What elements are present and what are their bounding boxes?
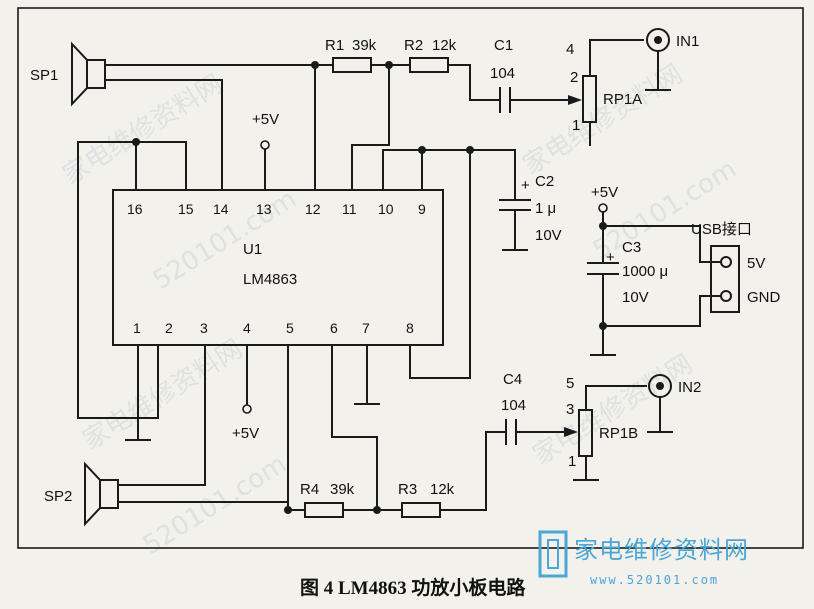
pin-8: 8 (406, 320, 414, 336)
r1-value: 39k (352, 37, 377, 54)
ic-pins-bottom: 1 2 3 4 5 6 7 8 (133, 320, 414, 336)
c3-label: C3 (622, 239, 641, 256)
c4-value: 104 (501, 397, 526, 414)
pin-12: 12 (305, 201, 321, 217)
figure-caption: 图 4 LM4863 功放小板电路 (300, 576, 526, 599)
pin-14: 14 (213, 201, 229, 217)
pot-rp1b: 5 3 1 RP1B IN2 (566, 374, 701, 481)
usb-connector (710, 245, 740, 313)
usb-power: USB接口 5V GND (587, 203, 781, 356)
pin-16: 16 (127, 201, 143, 217)
pin-6: 6 (330, 320, 338, 336)
pin-4: 4 (243, 320, 251, 336)
usb-title: USB接口 (691, 221, 752, 238)
r3-value: 12k (430, 481, 455, 498)
speaker-sp2-label: SP2 (44, 488, 72, 505)
logo-name: 家电维修资料网 (574, 536, 749, 564)
c2-plus: + (521, 177, 530, 194)
c1-value: 104 (490, 65, 515, 82)
r2-value: 12k (432, 37, 457, 54)
rp1a-pin-wiper: 2 (570, 69, 578, 86)
wiper-arrow (568, 95, 582, 105)
speaker-cone (71, 41, 89, 107)
usb-pin-5v: 5V (747, 255, 765, 272)
rp1a-pin-top: 4 (566, 41, 574, 58)
speaker-magnet (86, 59, 106, 89)
c2-label: C2 (535, 173, 554, 190)
pin-9: 9 (418, 201, 426, 217)
pot-rp1a: 4 2 1 RP1A IN1 (566, 28, 699, 146)
c3-voltage: 10V (622, 289, 649, 306)
rp1b-pin-bottom: 1 (568, 453, 576, 470)
c3-value: 1000 μ (622, 263, 668, 280)
c2-voltage: 10V (535, 227, 562, 244)
input-in2-label: IN2 (678, 379, 701, 396)
r1-label: R1 (325, 37, 344, 54)
r4-label: R4 (300, 481, 319, 498)
watermark-text: 家电维修资料网 (58, 69, 228, 191)
speaker-sp1: SP1 (30, 41, 106, 107)
logo-mark (538, 530, 568, 578)
rp1b-pin-top: 5 (566, 375, 574, 392)
r3-label: R3 (398, 481, 417, 498)
speaker-magnet (99, 479, 119, 509)
r2-label: R2 (404, 37, 423, 54)
pin-7: 7 (362, 320, 370, 336)
rp1b-pin-wiper: 3 (566, 401, 574, 418)
watermark-url: 520101.com (138, 449, 292, 561)
pin-13: 13 (256, 201, 272, 217)
vcc-bottom-label: +5V (232, 425, 259, 442)
c4-label: C4 (503, 371, 522, 388)
pin-2: 2 (165, 320, 173, 336)
component-labels: R1 39k R2 12k C1 104 + C2 1 μ 10V +5V + … (232, 37, 668, 498)
pin-15: 15 (178, 201, 194, 217)
resistor-r3 (401, 502, 441, 518)
vcc-usb-label: +5V (591, 184, 618, 201)
rp1a-pin-bottom: 1 (572, 117, 580, 134)
r4-value: 39k (330, 481, 355, 498)
logo-url: www.520101.com (590, 573, 719, 587)
ic-part: LM4863 (243, 271, 297, 288)
speaker-sp2: SP2 (44, 461, 119, 527)
resistor-r1 (332, 57, 372, 73)
speaker-sp1-label: SP1 (30, 67, 58, 84)
wires-top (77, 57, 582, 419)
pin-10: 10 (378, 201, 394, 217)
c2-value: 1 μ (535, 200, 556, 217)
usb-pin-gnd: GND (747, 289, 781, 306)
ic-ref: U1 (243, 241, 262, 258)
input-in1-label: IN1 (676, 33, 699, 50)
pin-11: 11 (342, 201, 357, 217)
ic-u1-body (112, 189, 444, 346)
pin-1: 1 (133, 320, 141, 336)
watermark-text: 家电维修资料网 (78, 334, 248, 456)
wiper-arrow (564, 427, 578, 437)
c1-label: C1 (494, 37, 513, 54)
diagram-frame (17, 7, 804, 549)
watermark-text: 家电维修资料网 (528, 349, 698, 471)
watermark-text: 家电维修资料网 (518, 59, 688, 181)
rp1b-label: RP1B (599, 425, 638, 442)
rp1a-label: RP1A (603, 91, 642, 108)
speaker-cone (84, 461, 102, 527)
vcc-top-label: +5V (252, 111, 279, 128)
pin-3: 3 (200, 320, 208, 336)
wires-bottom (117, 344, 578, 518)
pin-5: 5 (286, 320, 294, 336)
site-logo: 家电维修资料网 www.520101.com (538, 530, 749, 587)
resistor-r4 (304, 502, 344, 518)
c3-plus: + (606, 249, 615, 266)
resistor-r2 (409, 57, 449, 73)
ic-pins-top: 16 15 14 13 12 11 10 9 (127, 201, 426, 217)
